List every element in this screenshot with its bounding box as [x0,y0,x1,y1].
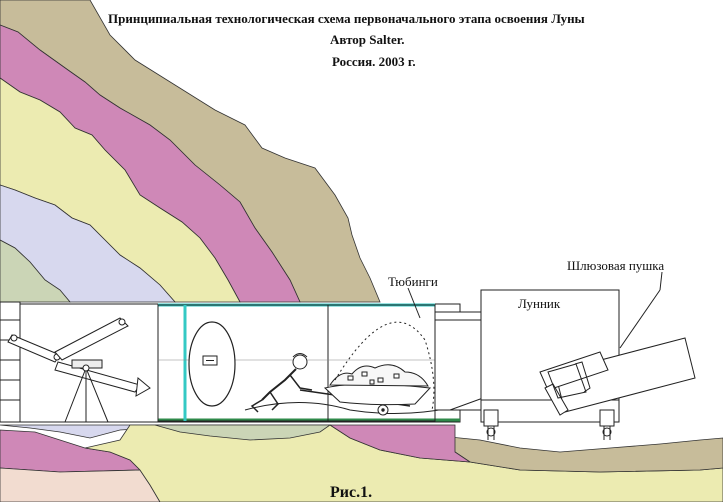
stratum-peach-lower [0,467,161,502]
worker-head [292,354,308,370]
tubings-dashed-outline [334,321,435,411]
airlock-gun [539,337,696,416]
leader-lines [407,271,663,349]
stratum-tan-lower [449,436,723,473]
rock-strata-lower [0,424,723,502]
worker-with-cart [244,321,451,416]
stratum-pink-lower-right [328,424,472,463]
label-airlock-gun: Шлюзовая пушка [567,258,664,273]
tunnelling-machine [7,317,151,423]
rock-strata-upper [0,0,381,303]
title-line-2: Автор Salter. [330,32,405,47]
figure-caption: Рис.1. [330,484,372,501]
transfer-tube [434,311,484,411]
left-wall [0,301,21,423]
label-tubings: Тюбинги [388,274,438,289]
ore-load [329,364,429,387]
stratum-sage-lower [154,424,332,441]
ore-cart [323,383,432,406]
title-line-3: Россия. 2003 г. [332,54,416,69]
label-lunnik: Лунник [518,296,561,311]
title-line-1: Принципиальная технологическая схема пер… [108,11,585,26]
